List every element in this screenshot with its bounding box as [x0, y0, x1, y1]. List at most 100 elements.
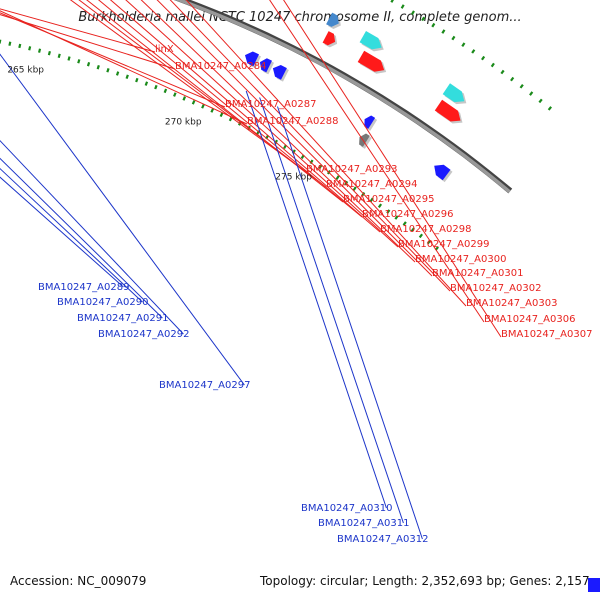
- tick-mark: [144, 81, 149, 86]
- corner-square: [588, 578, 600, 592]
- tick-mark: [173, 92, 177, 97]
- gene-label-reverse: BMA10247_A0311: [318, 518, 409, 529]
- leader-line: [125, 0, 399, 248]
- tick-mark: [500, 69, 505, 75]
- leader-line: [0, 53, 245, 386]
- tick-mark: [201, 104, 205, 109]
- tick-mark: [335, 175, 340, 180]
- tick-mark: [451, 35, 456, 41]
- tick-mark: [538, 98, 543, 104]
- tick-mark: [441, 29, 446, 34]
- kbp-label: 265 kbp: [7, 65, 44, 75]
- gene-label-forward: BMA10247_A0306: [484, 314, 575, 325]
- gene-label-forward: BMA10247_A0295: [343, 194, 434, 205]
- gene-feature: [359, 31, 382, 50]
- gene-feature: [272, 65, 287, 80]
- gene-label-reverse: BMA10247_A0297: [159, 380, 250, 391]
- gene-label-forward: BMA10247_A0296: [362, 209, 453, 220]
- tick-mark: [106, 68, 110, 73]
- tick-mark: [352, 186, 357, 191]
- gene-label-reverse: BMA10247_A0312: [337, 534, 428, 545]
- gene-label-forward: BMA10247_A0294: [326, 179, 417, 190]
- gene-feature: [359, 133, 370, 147]
- leader-line: [0, 176, 124, 288]
- leader-line: [0, 139, 184, 335]
- leader-line: [185, 0, 467, 307]
- leader-line: [86, 0, 344, 203]
- tick-mark: [125, 74, 129, 80]
- tick-mark: [154, 84, 158, 90]
- gene-label-reverse: BMA10247_A0290: [57, 297, 148, 308]
- gene-feature: [326, 12, 339, 27]
- tick-mark: [377, 203, 383, 208]
- tick-mark: [386, 209, 391, 214]
- gene-label-forward: BMA10247_A0300: [415, 254, 506, 265]
- backbone-shadow: [173, 0, 513, 194]
- leader-line: [109, 0, 381, 233]
- tick-mark: [490, 62, 495, 68]
- leader-line: [169, 0, 451, 292]
- gene-label-reverse: BMA10247_A0291: [77, 313, 168, 324]
- gene-label-forward: BMA10247_A0301: [432, 268, 523, 279]
- tick-mark: [421, 16, 426, 22]
- tick-mark: [115, 71, 120, 76]
- gene-feature: [259, 58, 272, 73]
- tick-mark: [410, 10, 415, 15]
- gene-label-forward: BMA10247_A0284: [175, 61, 266, 72]
- leader-line: [0, 14, 176, 70]
- tick-mark: [529, 91, 534, 96]
- tick-mark: [47, 50, 51, 56]
- gene-label-forward: BMA10247_A0302: [450, 283, 541, 294]
- leader-line: [0, 8, 156, 53]
- gene-label-forward: BMA10247_A0303: [466, 298, 557, 309]
- tick-mark: [369, 197, 374, 203]
- leader-line: [0, 10, 248, 125]
- tick-mark: [28, 46, 32, 51]
- tick-mark: [461, 42, 466, 47]
- tick-mark: [394, 215, 399, 220]
- tick-mark: [390, 0, 394, 3]
- gene-label-reverse: BMA10247_A0292: [98, 329, 189, 340]
- tick-mark: [77, 59, 81, 64]
- tick-mark: [182, 96, 187, 101]
- tick-mark: [400, 4, 405, 9]
- gene-feature: [322, 31, 336, 46]
- tick-mark: [191, 100, 196, 105]
- leader-line: [140, 0, 416, 263]
- tick-mark: [57, 53, 61, 59]
- leader-line: [78, 0, 327, 188]
- gene-label-forward: linX: [155, 44, 174, 55]
- leader-line: [283, 0, 502, 338]
- tick-mark: [547, 106, 553, 111]
- gene-feature: [434, 99, 461, 122]
- accession-text: Accession: NC_009079: [10, 574, 147, 588]
- leader-line: [0, 157, 163, 319]
- tick-mark: [135, 77, 139, 83]
- tick-mark: [471, 49, 476, 54]
- leader-line: [277, 106, 423, 540]
- gene-feature: [357, 50, 385, 72]
- gene-label-forward: BMA10247_A0293: [306, 164, 397, 175]
- leader-line: [245, 90, 387, 509]
- gene-labels: linXBMA10247_A0284BMA10247_A0287BMA10247…: [38, 44, 592, 545]
- tick-mark: [18, 43, 22, 49]
- tick-mark: [210, 108, 215, 113]
- map-title: Burkholderia mallei NCTC 10247 chromosom…: [78, 10, 522, 25]
- gene-label-forward: BMA10247_A0298: [380, 224, 471, 235]
- kbp-label: 275 kbp: [275, 172, 312, 182]
- tick-mark: [86, 61, 91, 67]
- leader-line: [156, 0, 433, 277]
- gene-feature: [434, 164, 451, 181]
- outer-tick-track: [390, 0, 553, 111]
- label-leaders: [0, 0, 502, 540]
- inner-tick-track: [0, 39, 439, 251]
- tick-mark: [219, 112, 224, 118]
- topology-text: Topology: circular; Length: 2,352,693 bp…: [260, 574, 590, 588]
- gene-feature: [245, 51, 259, 67]
- leader-line: [97, 0, 363, 218]
- chromosome-backbone: [174, 0, 511, 194]
- gene-label-forward: BMA10247_A0287: [225, 99, 316, 110]
- leader-line: [69, 0, 307, 173]
- gene-label-forward: BMA10247_A0299: [398, 239, 489, 250]
